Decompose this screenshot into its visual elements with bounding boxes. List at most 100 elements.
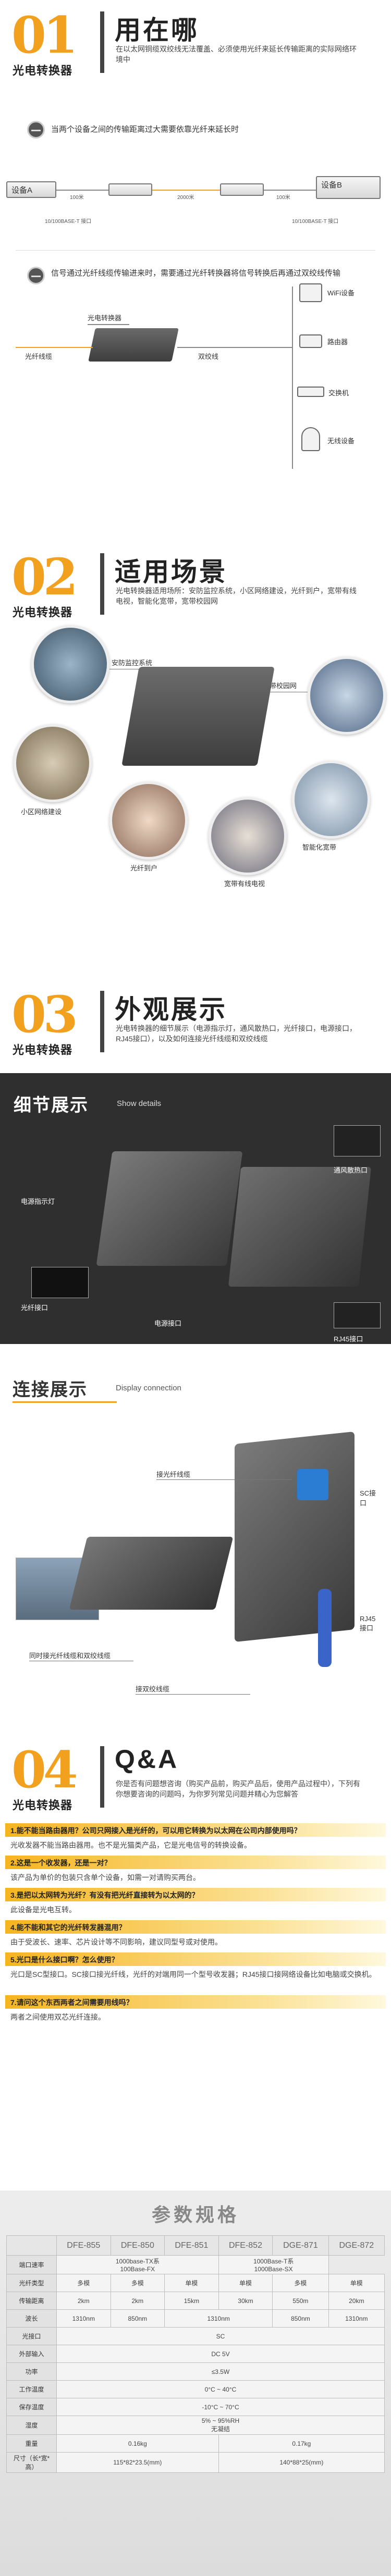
section-description: 你是否有问题想咨询（购买产品前，购买产品后，使用产品过程中），下列有你想要咨询的… — [116, 1779, 360, 1798]
section-title: Q&A — [115, 1745, 179, 1774]
converter-label: 光电转换器 — [88, 314, 122, 322]
table-row: 光接口 SC — [6, 2327, 385, 2345]
converter-left — [108, 183, 152, 196]
spec-cell: 115*82*23.5(mm) — [56, 2452, 219, 2473]
connection-subtitle-en: Display connection — [116, 1384, 181, 1392]
converter-device-image — [88, 328, 179, 362]
wireless-device-label: 无线设备 — [327, 437, 355, 445]
spec-row-header: 重量 — [6, 2434, 57, 2453]
spec-row-header: 外部输入 — [6, 2345, 57, 2363]
spec-header-cell: DFE-852 — [218, 2235, 273, 2256]
spec-table: DFE-855 DFE-850 DFE-851 DFE-852 DGE-871 … — [6, 2235, 385, 2473]
step-2-icon — [27, 267, 45, 284]
spec-row-header: 尺寸（长*宽*高） — [6, 2452, 57, 2473]
spec-cell: 140*88*25(mm) — [218, 2452, 385, 2473]
spec-header-cell: DFE-850 — [110, 2235, 165, 2256]
twisted-connect-label: 接双绞线缆 — [136, 1685, 170, 1693]
spec-row-header: 波长 — [6, 2309, 57, 2328]
spec-cell: DC 5V — [56, 2345, 385, 2363]
scene-label: 小区网络建设 — [21, 808, 62, 816]
section-description: 光电转换器适用场所：安防监控系统，小区网络建设，光纤到户，宽带有线电视，智能化宽… — [116, 587, 357, 605]
leader-line — [156, 1479, 292, 1480]
detail-banner: 细节展示 Show details 电源指示灯 通风散热口 光纤接口 电源接口 … — [0, 1073, 391, 1344]
section-subtitle: 光电转换器 — [13, 1043, 73, 1056]
spec-cell: 1000Base-T系 1000Base-SX — [218, 2255, 329, 2274]
cable-right — [264, 190, 316, 191]
step-1-icon — [27, 121, 45, 139]
section-number: 01 — [11, 6, 78, 65]
spec-cell: 2km — [110, 2292, 165, 2310]
distance-mid: 2000米 — [177, 195, 194, 201]
detail-subtitle-en: Show details — [117, 1099, 162, 1108]
spec-row-header: 保存温度 — [6, 2398, 57, 2416]
spec-row-header: 湿度 — [6, 2416, 57, 2435]
spec-cell: ≤3.5W — [56, 2362, 385, 2381]
connection-underline — [13, 1401, 117, 1403]
qa-answer: 由于受波长、速率、芯片设计等不同影响，建议同型号或对使用。 — [10, 1938, 222, 1946]
fiber-label: 光纤线缆 — [25, 353, 53, 360]
qa-question: 5.光口是什么接口啊？怎么使用？ — [5, 1952, 386, 1966]
wireless-device-icon — [301, 427, 320, 451]
spec-cell: 0.17kg — [218, 2434, 385, 2453]
spec-cell: 0°C ~ 40°C — [56, 2380, 385, 2398]
detail-title: 细节展示 — [14, 1096, 89, 1115]
distance-left: 100米 — [70, 195, 84, 201]
table-row: 保存温度 -10°C ~ 70°C — [6, 2398, 385, 2416]
qa-answer: 光收发器不能当路由器用。也不是光猫类产品，它是光电信号的转换设备。 — [10, 1841, 251, 1849]
section-04-header: 04 光电转换器 Q&A 你是否有问题想咨询（购买产品前，购买产品后，使用产品过… — [0, 1735, 391, 1818]
section-title: 用在哪 — [115, 16, 199, 45]
scene-campus-image — [308, 656, 386, 735]
section-subtitle: 光电转换器 — [13, 64, 73, 77]
converter-back-image — [228, 1167, 372, 1287]
section-title: 外观展示 — [115, 995, 227, 1024]
spec-cell: 1310nm — [164, 2309, 273, 2328]
section-subtitle: 光电转换器 — [13, 1799, 73, 1812]
power-port-label: 电源接口 — [154, 1320, 182, 1327]
spec-header-cell: DFE-851 — [164, 2235, 219, 2256]
scene-security-image — [31, 625, 109, 703]
table-row: 功率 ≤3.5W — [6, 2362, 385, 2381]
both-connect-label: 同时接光纤线缆和双绞线缆 — [29, 1652, 111, 1660]
qa-answer: 该产品为单价的包装只含单个设备，如需一对请购买两台。 — [10, 1873, 200, 1882]
spec-section: 参数规格 DFE-855 DFE-850 DFE-851 DFE-852 DGE… — [0, 2191, 391, 2576]
wifi-device-label: WiFi设备 — [327, 289, 355, 297]
router-label: 路由器 — [327, 338, 348, 346]
section-divider-bar — [100, 991, 104, 1052]
spec-cell: -10°C ~ 70°C — [56, 2398, 385, 2416]
vent-label: 通风散热口 — [334, 1166, 368, 1174]
cable-left — [56, 190, 108, 191]
usage-note-1: 当两个设备之间的传输距离过大需要依靠光纤来延长时 — [51, 125, 239, 134]
fiber-cable — [152, 190, 220, 191]
twisted-label: 双绞线 — [198, 353, 219, 360]
spec-cell: 550m — [272, 2292, 329, 2310]
device-a: 设备A — [6, 181, 56, 198]
fiber-port-label: 光纤接口 — [21, 1304, 48, 1312]
table-row: 光纤类型 多模 多模 单模 单模 多模 单模 — [6, 2274, 385, 2292]
branch-line — [292, 287, 293, 469]
spec-cell: 1310nm — [328, 2309, 385, 2328]
device-b: 设备B — [316, 176, 381, 199]
scene-smart-broadband-image — [292, 761, 370, 839]
scene-cable-tv-image — [209, 797, 287, 875]
section-01-header: 01 光电转换器 用在哪 在以太网铜缆双绞线无法覆盖、必须使用光纤来延长传输距离… — [0, 0, 391, 83]
qa-answer: 两者之间使用双芯光纤连接。 — [10, 2013, 105, 2021]
section-03-header: 03 光电转换器 外观展示 光电转换器的细节展示（电源指示灯，通风散热口，光纤接… — [0, 979, 391, 1063]
qa-question: 1.能不能当路由器用？公司只网接入是光纤的，可以用它转换为以太网在公司内部使用吗… — [5, 1823, 386, 1837]
spec-cell: 单模 — [218, 2274, 273, 2292]
spec-cell: 850nm — [110, 2309, 165, 2328]
scene-label: 光纤到户 — [130, 864, 158, 872]
connection-title: 连接展示 — [13, 1380, 88, 1400]
section-description: 在以太网铜缆双绞线无法覆盖、必须使用光纤来延长传输距离的实际网络环境中 — [116, 45, 357, 64]
spec-cell: 1310nm — [56, 2309, 111, 2328]
spec-row-header: 光纤类型 — [6, 2274, 57, 2292]
distance-right: 100米 — [276, 195, 290, 201]
section-divider-bar — [100, 553, 104, 615]
qa-question: 3.是把以太网转为光纤？有没有把光纤直接转为以太网的？ — [5, 1888, 386, 1901]
spec-cell: SC — [56, 2327, 385, 2345]
section-description: 光电转换器的细节展示（电源指示灯，通风散热口，光纤接口，电源接口，RJ45接口）… — [116, 1024, 357, 1043]
router-icon — [299, 334, 322, 348]
spec-cell: 单模 — [164, 2274, 219, 2292]
spec-title: 参数规格 — [151, 2204, 239, 2225]
converter-horizontal-image — [69, 1537, 234, 1610]
